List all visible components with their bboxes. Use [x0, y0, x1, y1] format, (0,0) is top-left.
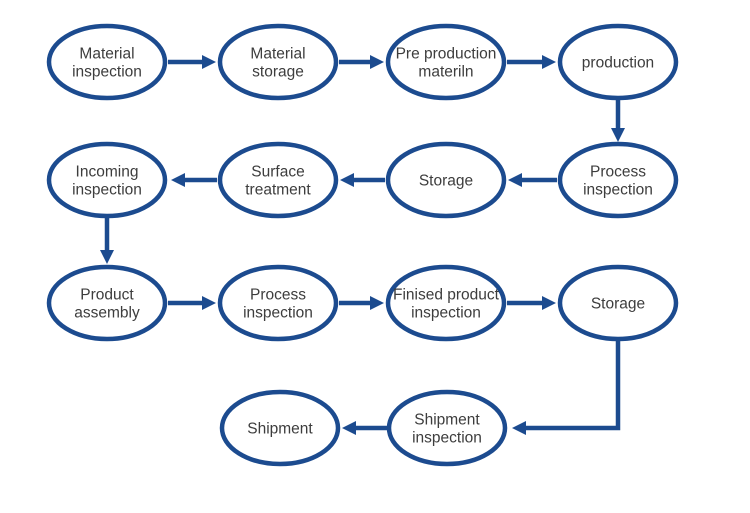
node-production: production	[557, 23, 679, 101]
node-label: Shipment	[247, 420, 313, 437]
node-storage-1: Storage	[385, 141, 507, 219]
arrowhead-icon	[342, 421, 356, 435]
edge-incoming-inspection-to-product-assembly	[100, 218, 114, 264]
arrowhead-icon	[202, 55, 216, 69]
node-label: Storage	[419, 172, 473, 189]
edge-storage-2-to-shipment-inspection	[512, 341, 621, 435]
node-shape	[557, 264, 679, 342]
node-label: production	[582, 54, 654, 71]
node-shape	[386, 389, 508, 467]
arrowhead-icon	[611, 128, 625, 142]
edge-production-to-process-inspection-1	[611, 100, 625, 142]
edge-pre-production-material-to-production	[507, 55, 556, 69]
edge-product-assembly-to-process-inspection-2	[168, 296, 216, 310]
arrowhead-icon	[542, 55, 556, 69]
arrowhead-icon	[512, 421, 526, 435]
node-shape	[46, 264, 168, 342]
node-shape	[557, 23, 679, 101]
node-shape	[385, 141, 507, 219]
edge-material-storage-to-pre-production-material	[339, 55, 384, 69]
node-shape	[217, 141, 339, 219]
arrowhead-icon	[542, 296, 556, 310]
arrowhead-icon	[370, 55, 384, 69]
edge-line	[526, 341, 621, 431]
edge-finised-product-inspection-to-storage-2	[507, 296, 556, 310]
arrowhead-icon	[100, 250, 114, 264]
arrowhead-icon	[508, 173, 522, 187]
node-shape	[46, 141, 168, 219]
arrowhead-icon	[202, 296, 216, 310]
node-shape	[219, 389, 341, 467]
node-shape	[46, 23, 168, 101]
node-storage-2: Storage	[557, 264, 679, 342]
arrowhead-icon	[340, 173, 354, 187]
edge-surface-treatment-to-incoming-inspection	[171, 173, 217, 187]
edge-storage-1-to-surface-treatment	[340, 173, 385, 187]
edge-shipment-inspection-to-shipment	[342, 421, 387, 435]
edge-material-inspection-to-material-storage	[168, 55, 216, 69]
node-shape	[217, 264, 339, 342]
node-label: Storage	[591, 295, 645, 312]
arrowhead-icon	[370, 296, 384, 310]
node-shape	[385, 23, 507, 101]
arrowhead-icon	[171, 173, 185, 187]
node-shape	[385, 264, 507, 342]
node-shipment: Shipment	[219, 389, 341, 467]
node-shape	[217, 23, 339, 101]
edge-process-inspection-1-to-storage-1	[508, 173, 557, 187]
node-shape	[557, 141, 679, 219]
edge-process-inspection-2-to-finised-product-inspection	[339, 296, 384, 310]
